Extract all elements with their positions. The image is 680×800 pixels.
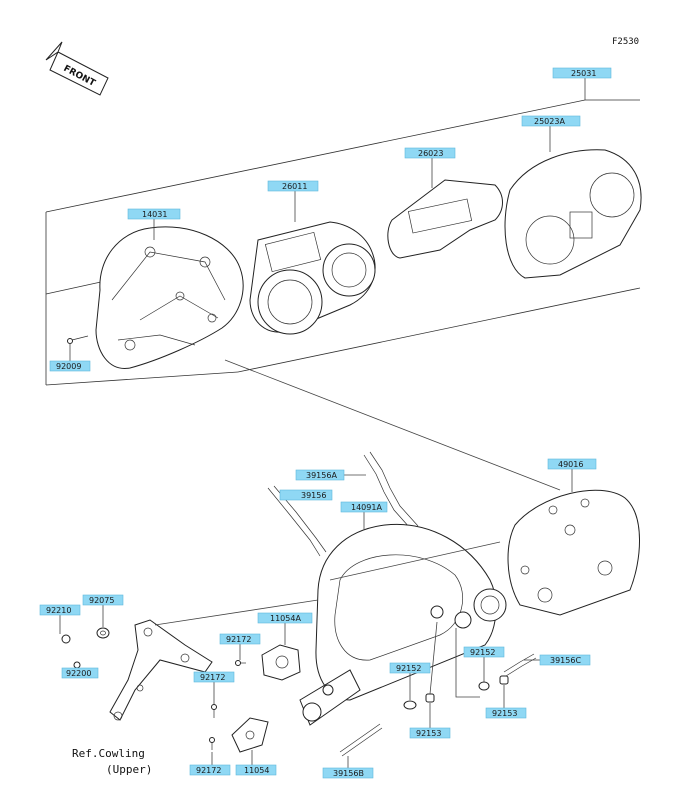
meter-cover-25023A [504, 149, 642, 279]
label-26011: 26011 [267, 180, 319, 222]
stay-39156C [503, 653, 537, 677]
stay-39156B [339, 723, 383, 757]
label-92152-left: 92152 [389, 662, 431, 700]
svg-text:11054: 11054 [244, 766, 269, 775]
svg-text:25031: 25031 [571, 69, 596, 78]
washer-92152a [403, 700, 417, 710]
collar-92200 [73, 661, 81, 669]
front-arrow-icon: FRONT [45, 41, 109, 96]
svg-text:39156: 39156 [301, 491, 326, 500]
svg-text:39156C: 39156C [550, 656, 581, 665]
label-39156: 39156 [279, 489, 333, 501]
svg-text:92200: 92200 [66, 669, 91, 678]
label-92009: 92009 [49, 343, 91, 372]
svg-text:92152: 92152 [470, 648, 495, 657]
label-11054: 11054 [235, 750, 277, 776]
svg-text:92075: 92075 [89, 596, 114, 605]
label-25023A: 25023A [521, 115, 581, 152]
svg-text:92210: 92210 [46, 606, 71, 615]
label-26023: 26023 [404, 147, 456, 188]
meter-unit-26011 [249, 221, 376, 335]
bolt-92172a [235, 660, 246, 666]
clamp-11054 [231, 717, 269, 753]
meter-assembly-frame [45, 99, 641, 386]
clamp-11054A [261, 644, 301, 681]
svg-text:92153: 92153 [492, 709, 517, 718]
label-92075: 92075 [82, 594, 124, 627]
ref-cowling-note-sub: (Upper) [106, 763, 152, 776]
label-92153-left: 92153 [409, 703, 451, 739]
svg-text:92153: 92153 [416, 729, 441, 738]
meter-case-14031 [95, 226, 244, 369]
label-49016: 49016 [547, 458, 597, 492]
label-92172-lower: 92172 [189, 752, 231, 776]
svg-text:39156A: 39156A [306, 471, 337, 480]
label-92172-middle: 92172 [193, 671, 235, 704]
svg-text:49016: 49016 [558, 460, 583, 469]
stay-39156A [363, 451, 419, 529]
label-14091A: 14091A [340, 501, 388, 530]
svg-text:11054A: 11054A [270, 614, 301, 623]
svg-text:39156B: 39156B [333, 769, 364, 778]
washer-92152b [478, 681, 490, 691]
svg-text:92172: 92172 [200, 673, 225, 682]
label-14031: 14031 [127, 208, 181, 240]
label-11054A: 11054A [257, 612, 313, 645]
label-39156B: 39156B [322, 756, 374, 779]
svg-text:25023A: 25023A [534, 117, 565, 126]
svg-text:14091A: 14091A [351, 503, 382, 512]
label-39156A: 39156A [295, 469, 366, 481]
plate-49016 [507, 489, 640, 616]
svg-text:26011: 26011 [282, 182, 307, 191]
bolt-92172c [209, 737, 215, 750]
label-25031: 25031 [552, 67, 612, 100]
svg-text:92172: 92172 [226, 635, 251, 644]
label-39156C: 39156C [524, 654, 591, 666]
screw-92153b [499, 675, 509, 685]
label-92172-upper: 92172 [219, 633, 261, 660]
screw-92009 [67, 335, 89, 344]
svg-text:92152: 92152 [396, 664, 421, 673]
svg-text:14031: 14031 [142, 210, 167, 219]
label-92200: 92200 [61, 667, 99, 679]
bolt-92172b [211, 704, 217, 718]
svg-text:26023: 26023 [418, 149, 443, 158]
figure-code: F2530 [612, 37, 639, 47]
bolt-92210 [61, 634, 71, 644]
svg-text:92172: 92172 [196, 766, 221, 775]
grommet-92075 [96, 627, 110, 639]
housing-14091A [299, 523, 507, 726]
svg-text:92009: 92009 [56, 362, 81, 371]
label-92153-right: 92153 [485, 685, 527, 719]
screw-92153a [425, 693, 435, 703]
label-92152-right: 92152 [463, 646, 505, 682]
bracket-left [109, 619, 213, 721]
ref-cowling-note: Ref.Cowling [72, 747, 145, 760]
label-92210: 92210 [39, 604, 81, 634]
meter-panel-26023 [387, 179, 503, 259]
